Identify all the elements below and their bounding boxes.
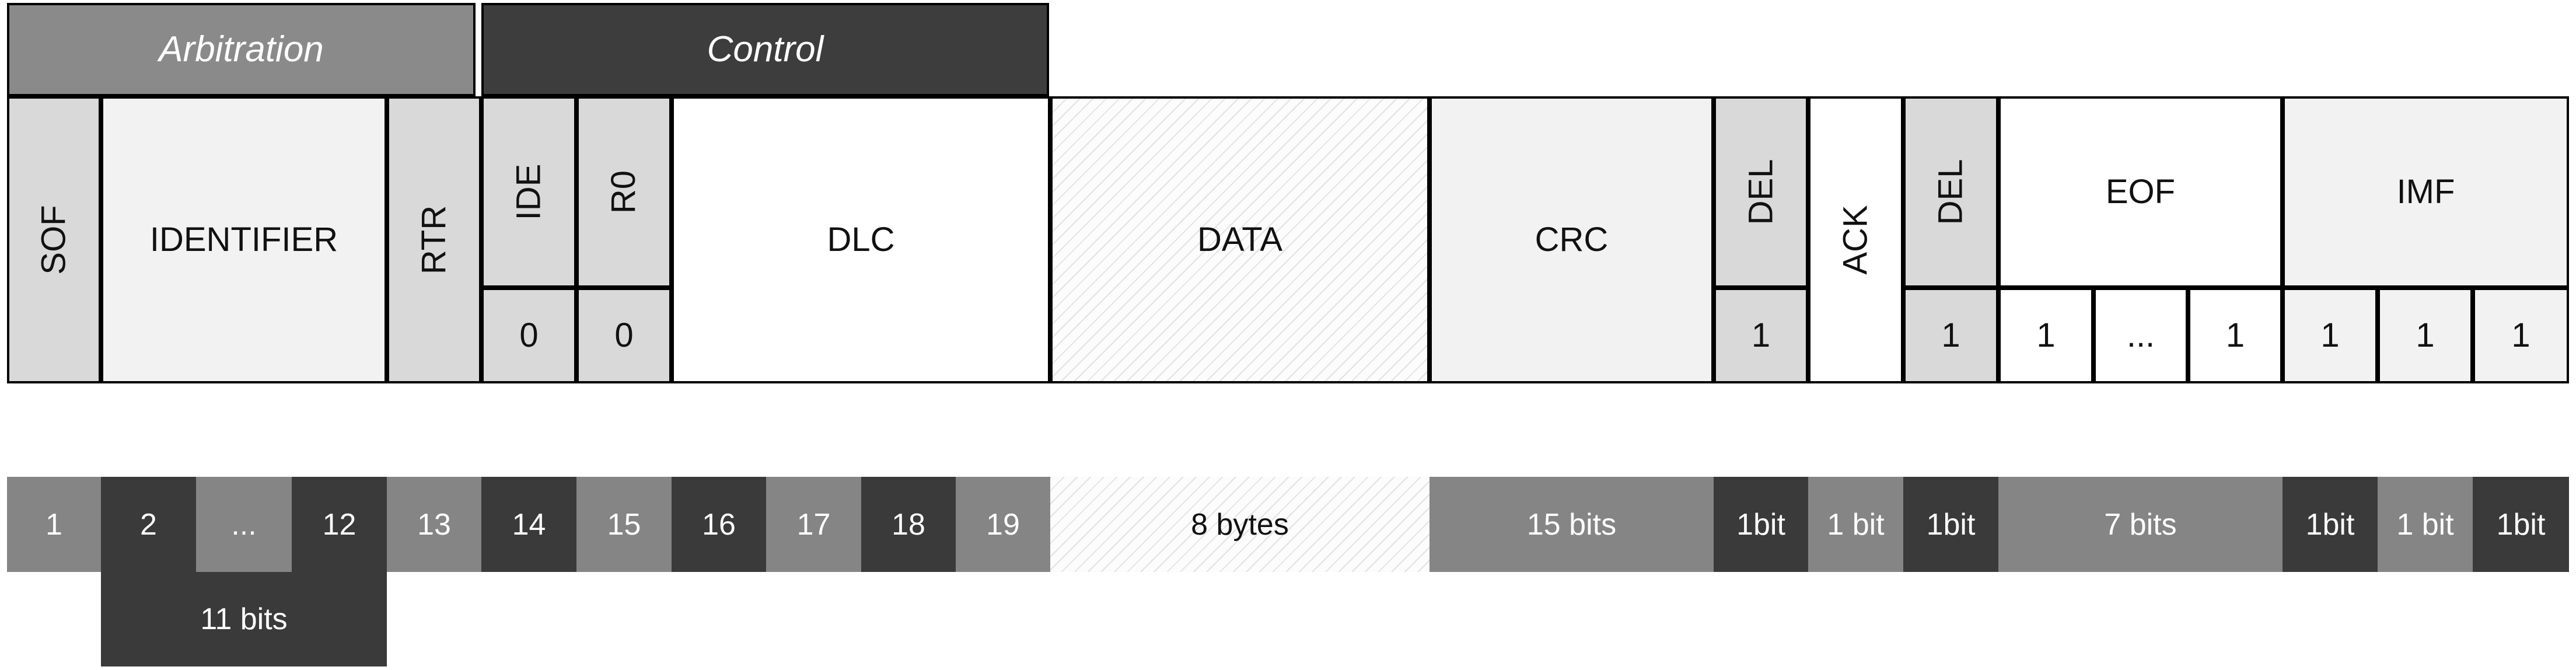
bit-cell-dlc-2: 17 <box>766 477 861 572</box>
field-imf-value-1: 1 <box>2283 288 2378 383</box>
bit-cell-data: 8 bytes <box>1050 477 1429 572</box>
bit-cell-sof: 1 <box>7 477 101 572</box>
field-ide-value: 0 <box>481 288 576 383</box>
field-ack: ACK <box>1808 96 1903 383</box>
bit-cell-r0: 15 <box>576 477 672 572</box>
field-dlc: DLC <box>672 96 1050 383</box>
field-imf-value-3: 1 <box>2473 288 2569 383</box>
bit-cell-imf-2: 1 bit <box>2378 477 2473 572</box>
field-imf-value-2: 1 <box>2378 288 2473 383</box>
arbitration-header: Arbitration <box>7 3 476 96</box>
bit-cell-rtr: 13 <box>387 477 481 572</box>
field-crc-del-value: 1 <box>1714 288 1808 383</box>
field-data: DATA <box>1050 96 1429 383</box>
field-label-crc-del: DEL <box>1741 159 1780 225</box>
bit-cell-id-first: 2 <box>101 477 196 572</box>
bit-cell-dlc-3: 18 <box>861 477 956 572</box>
field-label-identifier: IDENTIFIER <box>149 221 338 259</box>
bit-cell-ack: 1 bit <box>1808 477 1903 572</box>
bit-cell-imf-1: 1bit <box>2283 477 2378 572</box>
field-label-crc: CRC <box>1535 221 1609 259</box>
field-crc-del: DEL <box>1714 96 1808 288</box>
field-label-rtr: RTR <box>415 205 453 275</box>
field-label-dlc: DLC <box>827 221 895 259</box>
bit-cell-id-ellipsis: ... <box>196 477 292 572</box>
bit-cell-eof: 7 bits <box>1998 477 2283 572</box>
field-label-sof: SOF <box>34 205 73 275</box>
identifier-bits-label: 11 bits <box>101 572 387 666</box>
field-label-eof: EOF <box>2105 173 2176 211</box>
bit-cell-crc-del: 1bit <box>1714 477 1808 572</box>
field-imf: IMF <box>2283 96 2569 288</box>
bit-cell-imf-3: 1bit <box>2473 477 2569 572</box>
field-ide: IDE <box>481 96 576 288</box>
bit-cell-crc: 15 bits <box>1429 477 1714 572</box>
field-ack-del-value: 1 <box>1903 288 1998 383</box>
field-eof-value-2: ... <box>2093 288 2188 383</box>
bit-cell-ide: 14 <box>481 477 576 572</box>
field-crc: CRC <box>1429 96 1714 383</box>
field-eof-value-3: 1 <box>2188 288 2283 383</box>
field-rtr: RTR <box>387 96 481 383</box>
field-label-ack-del: DEL <box>1931 159 1970 225</box>
field-r0: R0 <box>576 96 672 288</box>
field-identifier: IDENTIFIER <box>101 96 387 383</box>
field-label-ack: ACK <box>1836 205 1875 275</box>
field-sof: SOF <box>7 96 101 383</box>
field-ack-del: DEL <box>1903 96 1998 288</box>
bit-cell-dlc-4: 19 <box>956 477 1050 572</box>
bit-cell-id-last: 12 <box>292 477 387 572</box>
field-label-data: DATA <box>1197 221 1283 259</box>
field-label-r0: R0 <box>604 170 643 214</box>
field-r0-value: 0 <box>576 288 672 383</box>
field-label-imf: IMF <box>2396 173 2455 211</box>
field-label-ide: IDE <box>509 163 548 221</box>
bit-cell-dlc-1: 16 <box>672 477 766 572</box>
bit-cell-ack-del: 1bit <box>1903 477 1998 572</box>
control-header: Control <box>481 3 1049 96</box>
field-eof: EOF <box>1998 96 2283 288</box>
field-eof-value-1: 1 <box>1998 288 2093 383</box>
